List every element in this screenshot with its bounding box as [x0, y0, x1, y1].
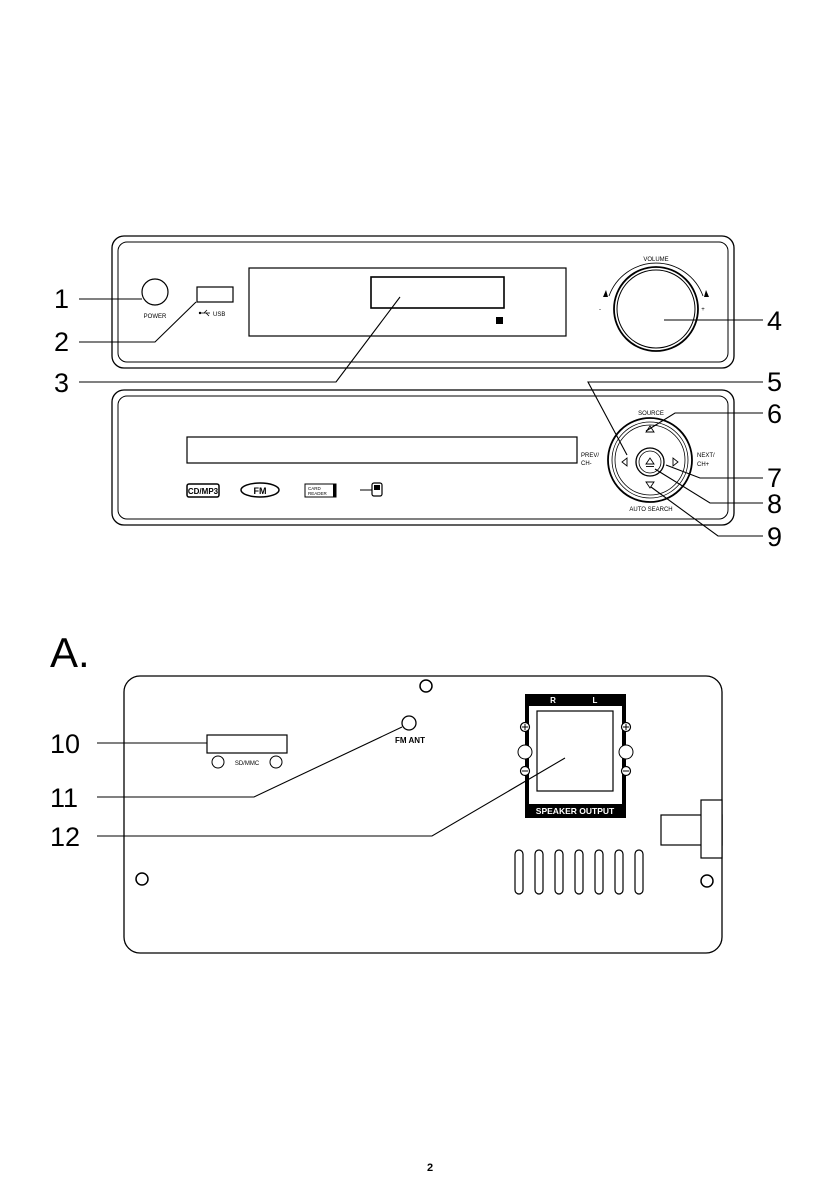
sd-mmc-label: SD/MMC	[235, 761, 260, 767]
prev-label-2: CH-	[581, 461, 592, 467]
volume-label: VOLUME	[643, 257, 668, 263]
cd-mp3-badge: CD/MP3	[187, 484, 219, 497]
callout-4: 4	[767, 306, 782, 336]
prev-label-1: PREV/	[581, 453, 599, 459]
screw-hole-left	[136, 873, 148, 885]
callout-10: 10	[50, 729, 80, 759]
callout-11: 11	[50, 783, 78, 813]
usb-label: USB	[213, 312, 225, 318]
callout-12: 12	[50, 822, 80, 852]
fm-badge-label: FM	[254, 486, 267, 496]
rear-panel-body	[124, 676, 722, 953]
card-reader-label-2: READER	[308, 491, 328, 496]
cd-mp3-label: CD/MP3	[188, 487, 219, 496]
auto-search-label: AUTO SEARCH	[629, 507, 672, 513]
sd-mmc-slot	[207, 735, 287, 753]
speaker-l-label: L	[593, 696, 598, 705]
volume-minus-label: -	[599, 307, 601, 313]
speaker-output-terminal	[518, 694, 633, 818]
next-label-1: NEXT/	[697, 453, 715, 459]
source-label: SOURCE	[638, 411, 664, 417]
sd-mmc-led-right	[270, 756, 282, 768]
control-ring	[608, 418, 692, 502]
screw-hole-top	[420, 680, 432, 692]
rear-panel: SD/MMC FM ANT R L SPEAKER OUTPUT	[124, 676, 722, 953]
next-label-2: CH+	[697, 462, 710, 468]
speaker-r-label: R	[550, 696, 556, 705]
section-label: A.	[50, 629, 90, 676]
callout-6: 6	[767, 399, 782, 429]
callout-5: 5	[767, 367, 782, 397]
callout-3: 3	[54, 368, 69, 398]
callout-2: 2	[54, 327, 69, 357]
power-label: POWER	[144, 314, 167, 320]
power-button	[142, 279, 168, 305]
sd-mmc-led-left	[212, 756, 224, 768]
fm-badge: FM	[241, 483, 279, 497]
page-number: 2	[427, 1162, 433, 1174]
screw-hole-right	[701, 875, 713, 887]
display-screen	[371, 277, 504, 308]
cd-slot	[187, 437, 577, 463]
fm-antenna-jack	[402, 716, 416, 730]
callout-1: 1	[54, 284, 69, 314]
rear-callout-numbers: 10 11 12	[50, 729, 80, 852]
front-lower-unit: CD/MP3 FM CARD READER	[112, 390, 734, 525]
callout-8: 8	[767, 489, 782, 519]
speaker-output-label: SPEAKER OUTPUT	[536, 806, 615, 816]
front-upper-unit: POWER USB VOLUME - +	[112, 236, 734, 368]
card-reader-badge: CARD READER	[305, 484, 336, 497]
fm-ant-label: FM ANT	[395, 736, 425, 745]
callout-9: 9	[767, 522, 782, 552]
usb-port	[197, 287, 233, 302]
volume-plus-label: +	[701, 307, 705, 313]
ir-sensor-icon	[496, 317, 503, 324]
